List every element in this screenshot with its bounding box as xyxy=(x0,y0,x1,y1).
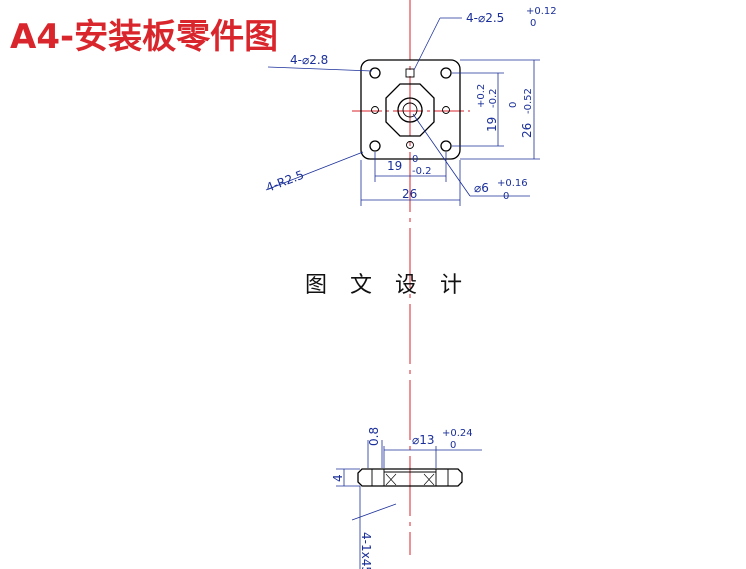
dim-hole-spacing-h: 19 xyxy=(387,159,402,173)
dim-small-holes-tol-lower: 0 xyxy=(530,18,536,29)
dim-hole-spacing-v-tol-lower: -0.2 xyxy=(488,88,499,108)
dim-hole-spacing-h-tol-lower: -0.2 xyxy=(412,166,432,177)
corner-hole xyxy=(440,67,452,79)
dim-bore-tol-lower: 0 xyxy=(450,440,456,451)
dim-overall-height-tol-upper: 0 xyxy=(508,102,519,108)
dim-overall-height-tol-lower: -0.52 xyxy=(523,88,534,114)
octagon-boss xyxy=(385,83,435,137)
dim-hole-spacing-h-tol-upper: 0 xyxy=(412,154,418,165)
dim-corner-radius: 4-R2.5 xyxy=(264,168,306,195)
plate-outline xyxy=(360,59,461,160)
dim-bore: ⌀13 xyxy=(412,433,435,447)
dim-small-holes-tol-upper: +0.12 xyxy=(526,6,557,17)
leader-line xyxy=(267,66,373,72)
plate-section xyxy=(357,468,463,487)
dim-chamfer: 4-1x45° xyxy=(359,532,373,569)
leader-line xyxy=(413,17,441,71)
side-view: ⌀13 +0.24 0 0.8 4 4-1x45° xyxy=(331,427,482,569)
hatch-line xyxy=(423,473,435,486)
hatch-line xyxy=(385,473,397,486)
center-hole xyxy=(397,97,423,123)
small-hole xyxy=(406,141,414,149)
center-hole-inner xyxy=(402,102,418,118)
dim-overall-height: 26 xyxy=(520,123,534,138)
dim-step-depth: 0.8 xyxy=(367,427,381,446)
small-hole xyxy=(405,68,415,78)
corner-hole xyxy=(369,67,381,79)
dim-bore-tol-upper: +0.24 xyxy=(442,428,473,439)
dim-center-hole-tol-lower: 0 xyxy=(503,191,509,202)
small-hole xyxy=(371,106,379,114)
dim-thickness: 4 xyxy=(331,474,345,482)
leader-line xyxy=(412,113,471,197)
dim-corner-holes: 4-⌀2.8 xyxy=(290,53,328,67)
leader-line xyxy=(351,503,397,521)
small-hole xyxy=(442,106,450,114)
watermark-text: 图 文 设 计 xyxy=(305,273,470,298)
dim-hole-spacing-v-tol-upper: +0.2 xyxy=(476,84,487,108)
dim-center-hole: ⌀6 xyxy=(474,181,489,195)
drawing-title: A4-安装板零件图 xyxy=(10,17,278,57)
top-view: 4-⌀2.5 +0.12 0 4-⌀2.8 4-R2.5 ⌀6 +0.16 0 … xyxy=(264,6,557,206)
dim-center-hole-tol-upper: +0.16 xyxy=(497,178,528,189)
leader-line xyxy=(265,151,364,191)
dim-overall-width: 26 xyxy=(402,187,417,201)
corner-hole xyxy=(369,140,381,152)
corner-hole xyxy=(440,140,452,152)
dim-hole-spacing-v: 19 xyxy=(485,117,499,132)
dim-small-holes: 4-⌀2.5 xyxy=(466,11,504,25)
